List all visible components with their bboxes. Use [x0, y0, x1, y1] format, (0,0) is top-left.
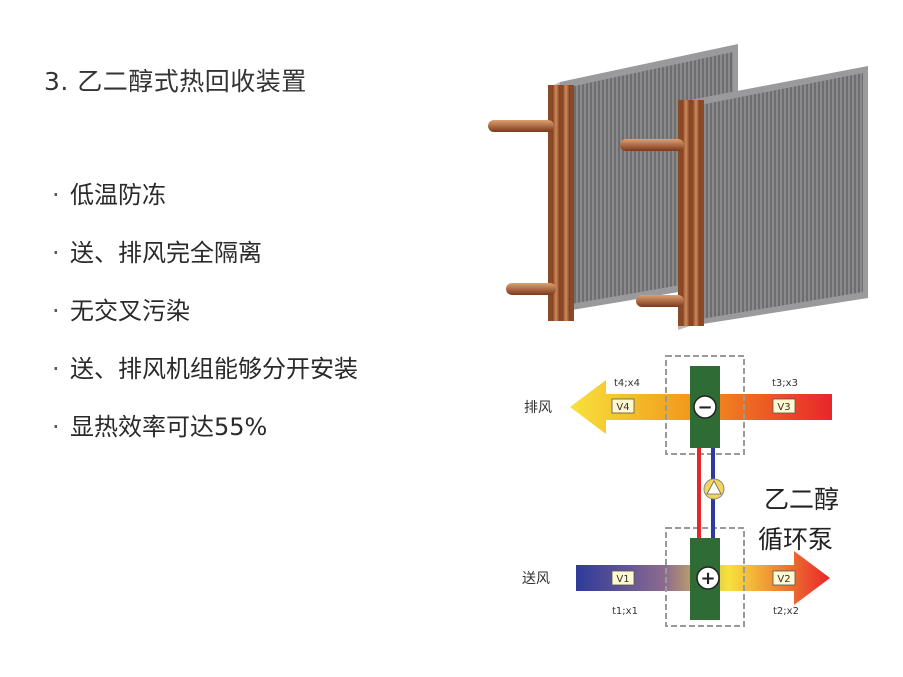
feature-item: ·送、排风完全隔离 [52, 239, 262, 267]
v4-label: V4 [616, 402, 629, 413]
supply-label: 送风 [522, 571, 550, 587]
v2-box [772, 570, 796, 586]
plus-circle-icon [696, 566, 720, 590]
v1-box [611, 570, 635, 586]
v2-label: V2 [777, 574, 790, 585]
feature-item: ·显热效率可达55% [52, 413, 268, 441]
minus-circle-icon [693, 395, 717, 419]
supply-casing [665, 527, 745, 627]
exhaust-out-state: t4;x4 [614, 378, 640, 389]
pump-triangle-icon [706, 480, 722, 495]
plus-sign: + [700, 568, 715, 589]
feature-item: ·送、排风机组能够分开安装 [52, 355, 358, 383]
v3-box [772, 398, 796, 414]
exhaust-label: 排风 [524, 400, 552, 416]
v4-box [611, 398, 635, 414]
v1-label: V1 [616, 574, 629, 585]
v3-label: V3 [777, 402, 790, 413]
pump-label-line1: 乙二醇 [764, 485, 839, 514]
pump-label-line2: 循环泵 [758, 525, 833, 554]
supply-out-state: t2;x2 [773, 606, 799, 617]
minus-sign: − [697, 397, 712, 418]
exhaust-in-state: t3;x3 [772, 378, 798, 389]
page-title: 3. 乙二醇式热回收装置 [44, 67, 307, 96]
feature-item: ·低温防冻 [52, 181, 166, 209]
feature-item: ·无交叉污染 [52, 297, 190, 325]
supply-in-state: t1;x1 [612, 606, 638, 617]
feature-list: ·低温防冻 ·送、排风完全隔离 ·无交叉污染 ·送、排风机组能够分开安装 ·显热… [52, 175, 358, 465]
coil-unit-front [620, 66, 868, 330]
exhaust-casing [665, 355, 745, 455]
